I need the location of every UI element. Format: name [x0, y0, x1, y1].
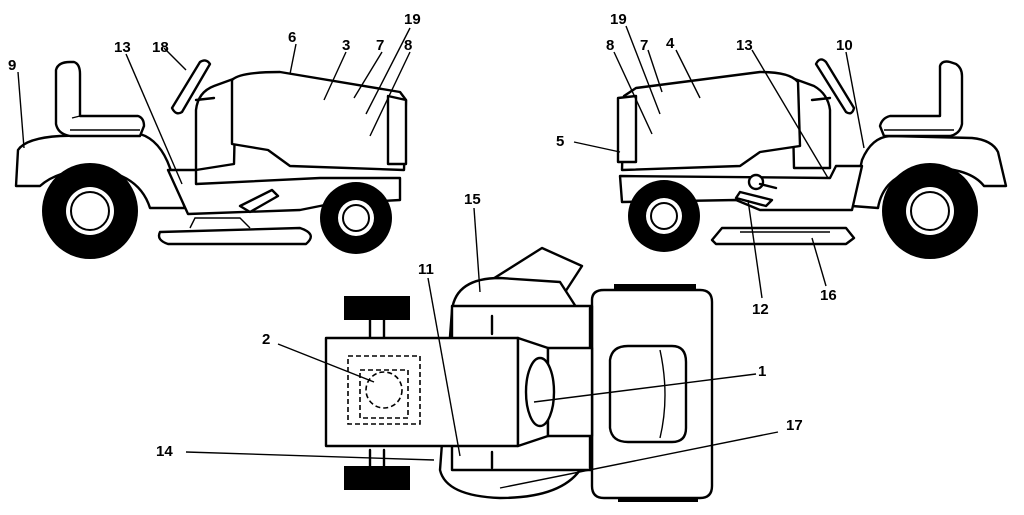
top-seat — [608, 344, 688, 444]
callout-3: 3 — [342, 37, 350, 54]
callout-15: 15 — [464, 191, 481, 208]
callout-8: 8 — [404, 37, 412, 54]
callout-7: 7 — [376, 37, 384, 54]
callout-13: 13 — [736, 37, 753, 54]
top-front-wheel-upper — [344, 296, 410, 320]
top-hood — [324, 336, 520, 448]
callout-11: 11 — [418, 261, 434, 278]
left-side-view: 9 13 18 6 3 7 19 8 — [8, 11, 421, 259]
callout-6: 6 — [288, 29, 296, 46]
left-steering-wheel — [170, 59, 212, 115]
callout-19: 19 — [404, 11, 421, 28]
right-front-wheel — [628, 180, 700, 252]
left-front-wheel — [320, 182, 392, 254]
right-side-view: 19 8 7 4 13 10 5 12 16 — [556, 11, 1008, 318]
callout-12: 12 — [752, 301, 769, 318]
callout-8: 8 — [606, 37, 614, 54]
right-seat — [878, 60, 964, 138]
callout-2: 2 — [262, 331, 270, 348]
callout-17: 17 — [786, 417, 803, 434]
right-steering-wheel — [814, 58, 856, 115]
callout-1: 1 — [758, 363, 766, 380]
top-front-wheel-lower — [344, 466, 410, 490]
top-engine-outline — [347, 355, 421, 425]
callout-5: 5 — [556, 133, 564, 150]
callout-13: 13 — [114, 39, 131, 56]
right-mower-deck — [710, 226, 856, 246]
callout-14: 14 — [156, 443, 173, 460]
left-rear-wheel — [42, 163, 138, 259]
callout-19: 19 — [610, 11, 627, 28]
callout-9: 9 — [8, 57, 16, 74]
callout-7: 7 — [640, 37, 648, 54]
left-seat — [54, 60, 146, 138]
right-rear-wheel — [882, 163, 978, 259]
callout-10: 10 — [836, 37, 853, 54]
callout-4: 4 — [666, 35, 675, 52]
callout-18: 18 — [152, 39, 169, 56]
callout-16: 16 — [820, 287, 837, 304]
left-mower-deck — [157, 226, 312, 246]
top-view: 15 11 2 1 14 17 — [156, 191, 803, 502]
left-dash — [194, 76, 238, 172]
